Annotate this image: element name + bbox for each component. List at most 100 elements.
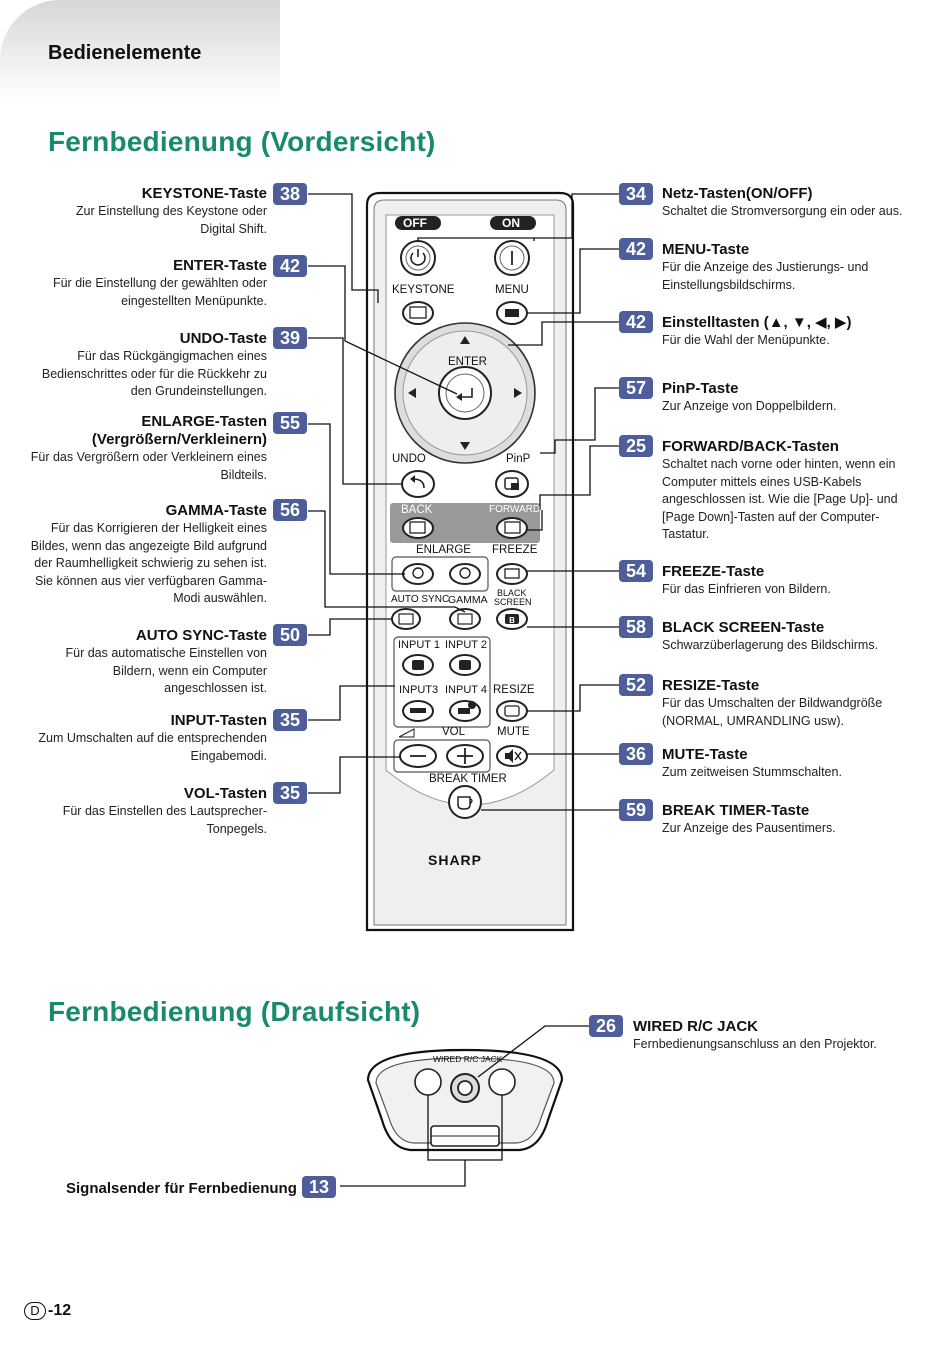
entry-title: AUTO SYNC-Taste [135,627,267,644]
entry-desc: Computer mittels eines USB-Kabels [662,474,862,489]
entry-desc: Sie können aus vier verfügbaren Gamma- [34,573,267,588]
entry-gamma: GAMMA-Taste Für das Korrigieren der Hell… [5,502,267,608]
entry-undo: UNDO-Taste Für das Rückgängigmachen eine… [5,330,267,401]
entry-title: INPUT-Tasten [170,712,267,729]
entry-transmitter: Signalsender für Fernbedienung [66,1180,297,1198]
screen-label: SCREEN [494,597,532,607]
keystone-label: KEYSTONE [392,284,455,296]
entry-desc: Bildteils. [220,467,267,482]
entry-title: KEYSTONE-Taste [141,185,267,202]
entry-black-screen: BLACK SCREEN-Taste Schwarzüberlagerung d… [662,619,932,655]
page-ref-badge: 34 [619,183,653,205]
entry-title: FREEZE-Taste [662,563,765,580]
entry-desc: Digital Shift. [200,221,267,236]
enlarge-plus-button [449,563,481,585]
input2-label: INPUT 2 [445,639,487,651]
on-pill [490,216,536,230]
entry-desc: der Raumhelligkeit schwierig zu sehen is… [34,556,267,570]
entry-title: PinP-Taste [662,380,739,397]
page-ref-badge: 58 [619,616,653,638]
entry-title: GAMMA-Taste [165,502,267,519]
vol-label: VOL [442,726,466,738]
undo-label: UNDO [392,453,426,465]
ir-emitter-left [414,1068,442,1096]
dpad-left-arrow [408,388,416,398]
page-ref-badge: 35 [273,709,307,731]
entry-desc: Eingabemodi. [190,748,267,763]
entry-vol: VOL-Tasten Für das Einstellen des Lautsp… [5,785,267,838]
forward-button [496,517,528,539]
entry-desc: Für das Korrigieren der Helligkeit eines [50,521,267,535]
entry-title: ENTER-Taste [173,257,267,274]
resize-label: RESIZE [493,684,535,696]
mute-label: MUTE [497,726,530,738]
page-ref-badge: 57 [619,377,653,399]
break-timer-button [448,785,482,819]
entry-desc: Modi auswählen. [173,591,267,605]
input4-label: INPUT 4 [445,684,487,696]
black-screen-glyph: B [509,616,515,625]
language-marker: D [24,1302,46,1320]
page-ref-badge: 13 [302,1176,336,1198]
entry-pinp: PinP-Taste Zur Anzeige von Doppelbildern… [662,380,932,416]
break-timer-label: BREAK TIMER [429,773,507,785]
entry-desc: Tastatur. [662,527,710,541]
page-ref-badge: 55 [273,412,307,434]
remote-top-illustration [366,1048,564,1152]
entry-enter: ENTER-Taste Für die Einstellung der gewä… [5,257,267,310]
input1-label: INPUT 1 [398,639,440,651]
freeze-button [496,563,528,585]
entry-title: (Vergrößern/Verkleinern) [91,431,267,448]
entry-title: FORWARD/BACK-Tasten [662,438,839,455]
entry-auto-sync: AUTO SYNC-Taste Für das automatische Ein… [5,627,268,698]
section-tab [0,0,280,100]
enlarge-minus-button [402,563,434,585]
dpad-right-arrow [514,388,522,398]
entry-desc: Zum Umschalten auf die entsprechenden [38,731,267,745]
entry-title: MENU-Taste [662,241,750,258]
entry-power: Netz-Tasten(ON/OFF) Schaltet die Stromve… [662,185,932,221]
page-ref-badge: 38 [273,183,307,205]
entry-desc: Für das Umschalten der Bildwandgröße [662,696,883,710]
leader-lines-top [340,1025,589,1187]
entry-resize: RESIZE-Taste Für das Umschalten der Bild… [662,677,932,730]
entry-desc: Zur Einstellung des Keystone oder [75,204,267,218]
leader-lines-right [417,193,619,811]
entry-desc: Für das Einfrieren von Bildern. [662,582,831,596]
ir-emitter-right [488,1068,516,1096]
page-ref-badge: 52 [619,674,653,696]
entry-wired-jack: WIRED R/C JACK Fernbedienungsanschluss a… [633,1018,933,1054]
auto-sync-button [391,608,421,630]
gamma-label: GAMMA [448,594,488,606]
dpad-down-arrow [460,442,470,450]
entry-menu: MENU-Taste Für die Anzeige des Justierun… [662,241,932,294]
entry-desc: Bildes, wenn das angezeigte Bild aufgrun… [30,538,267,553]
entry-title: UNDO-Taste [179,330,267,347]
resize-button [496,700,528,722]
entry-desc: den Grundeinstellungen. [130,384,267,398]
page-ref-badge: 26 [589,1015,623,1037]
page-ref-badge: 50 [273,624,307,646]
entry-desc: Bedienschrittes oder für die Rückkehr zu [41,366,267,381]
entry-desc: Für die Einstellung der gewählten oder [52,276,267,290]
entry-desc: Tonpegels. [206,821,267,836]
page-number: -12 [48,1302,72,1319]
entry-desc: angeschlossen ist. [164,681,267,695]
entry-title: VOL-Tasten [183,785,267,802]
keystone-button [402,301,434,325]
pinp-label: PinP [506,453,531,465]
entry-desc: Für die Wahl der Menüpunkte. [662,333,830,347]
black-label: BLACK [497,588,527,598]
entry-desc: Für das automatische Einstellen von [65,646,268,660]
entry-desc: Zur Anzeige des Pausentimers. [662,821,836,835]
input-bracket [393,636,491,728]
entry-title: RESIZE-Taste [662,677,760,694]
forward-label: FORWARD [489,504,541,515]
entry-desc: eingestellten Menüpunkte. [121,293,267,308]
input3-label: INPUT3 [399,684,439,696]
entry-adjust: Einstelltasten (▲, ▼, ◀, ▶) Für die Wahl… [662,314,932,350]
entry-title: BREAK TIMER-Taste [662,802,810,819]
leader-lines-left [308,193,466,794]
entry-desc: Einstellungsbildschirms. [662,277,796,292]
